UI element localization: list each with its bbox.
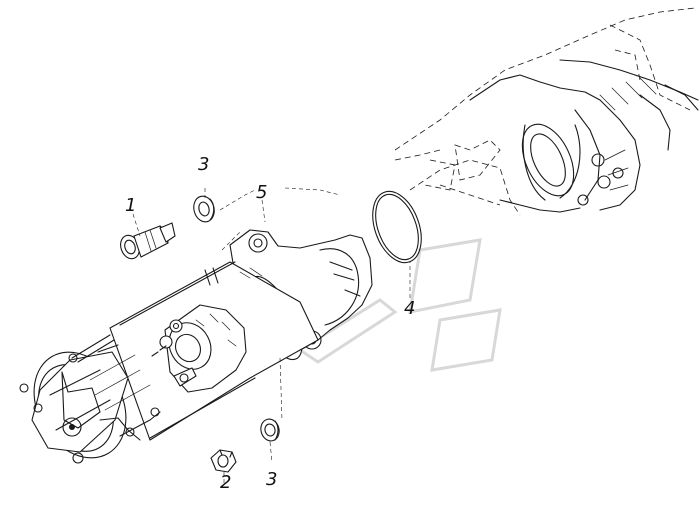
bolt — [120, 222, 176, 260]
engine-housing — [394, 7, 699, 216]
washer-top — [193, 195, 215, 223]
nut — [210, 449, 237, 473]
callout-2: 2 — [220, 472, 231, 493]
callout-4: 4 — [404, 298, 415, 319]
callout-3-bottom: 3 — [266, 469, 277, 490]
washer-bottom — [260, 418, 280, 442]
leader-lines — [132, 187, 411, 484]
callout-labels: 1 2 3 3 4 5 — [125, 154, 415, 493]
callout-5: 5 — [256, 182, 267, 203]
callout-1: 1 — [125, 195, 136, 216]
starter-motor — [19, 229, 373, 464]
callout-3-top: 3 — [198, 154, 209, 175]
o-ring — [372, 190, 422, 264]
